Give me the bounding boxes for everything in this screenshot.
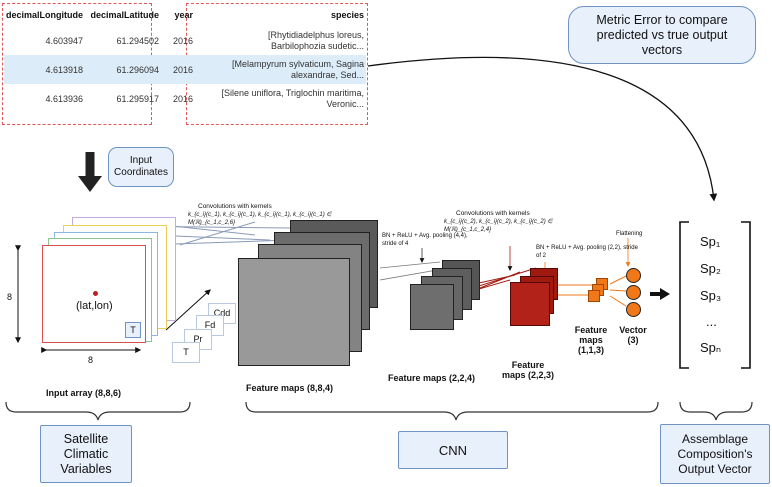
cell-species: [Rhytidiadelphus loreus, Barbilophozia s…: [267, 29, 364, 51]
stage4-caption: Feature maps (1,1,3): [570, 325, 612, 355]
stage3-caption-line1: Feature: [511, 360, 545, 370]
output-sp2: Sp₂: [700, 261, 721, 276]
stage4-caption-line2: maps: [579, 335, 603, 345]
cell-species: [Melampyrum sylvaticum, Sagina alexandra…: [231, 58, 364, 80]
vector-node: [626, 285, 641, 300]
stage4-caption-line1: Feature: [574, 325, 608, 335]
stage1-annotation-formula: k_{c_i}(c_1), k_{c_i}(c_1), k_{c_i}(c_1)…: [188, 212, 332, 226]
stage2-annotation-formula: k_{c_i}(c_2), k_{c_i}(c_2), k_{c_i}(c_2)…: [444, 219, 553, 233]
vector-node: [626, 268, 641, 283]
stage3-bn: BN + ReLU + Avg. pooling (2,2), stride o…: [536, 245, 638, 259]
metric-error-text: Metric Error to compare predicted vs tru…: [596, 12, 728, 57]
cell-latitude: 61.296094: [85, 55, 162, 84]
cnn-box-text: CNN: [438, 442, 468, 458]
cell-longitude: 4.613936: [45, 93, 84, 104]
stage2-annotation: Convolutions with kernels k_{c_i}(c_2), …: [444, 210, 594, 234]
metric-curve-arrow: [367, 56, 718, 202]
stage1-annotation: Convolutions with kernels k_{c_i}(c_1), …: [188, 203, 348, 227]
input-coordinates-text: Input Coordinates: [114, 155, 168, 178]
flattening-label: Flattening: [616, 231, 643, 237]
dim-width-label: 8: [88, 355, 94, 365]
output-sp1: Sp₁: [700, 234, 721, 249]
latlon-label: (lat,lon): [76, 300, 113, 312]
header-year: year: [174, 10, 194, 20]
vector-caption-line1: Vector: [619, 325, 647, 335]
fmap3-layer-1: [510, 282, 550, 326]
cell-year: 2016: [172, 93, 194, 104]
fmap4-layer-1: [588, 290, 600, 302]
stage4-caption-line3: (1,1,3): [577, 345, 604, 355]
fmap1-layer-1: [238, 258, 350, 366]
header-species: species: [330, 10, 364, 20]
satellite-box-text: Satellite Climatic Variables: [60, 431, 112, 476]
vector-node: [626, 302, 641, 317]
satellite-box: Satellite Climatic Variables: [40, 425, 132, 483]
cell-latitude: 61.294502: [116, 35, 160, 46]
header-latitude: decimalLatitude: [90, 10, 160, 20]
assemblage-box: Assemblage Composition's Output Vector: [660, 424, 770, 484]
stage2-bn: BN + ReLU + Avg. pooling (4,4), stride o…: [382, 233, 468, 247]
cell-longitude: 4.613918: [4, 55, 86, 84]
table-row: 4.603947 61.294502 2016 [Rhytidiadelphus…: [4, 26, 366, 55]
table-header-row: decimalLongitude decimalLatitude year sp…: [4, 4, 366, 26]
vector-caption: Vector (3): [616, 325, 650, 345]
fmap2-layer-1: [410, 284, 454, 330]
var-t: T: [172, 342, 200, 363]
stage1-annotation-title: Convolutions with kernels: [198, 203, 272, 210]
output-sp3: Sp₃: [700, 288, 722, 303]
cell-longitude: 4.603947: [45, 35, 84, 46]
input-coordinates-box: Input Coordinates: [108, 147, 174, 187]
table-row: 4.613936 61.295917 2016 [Silene uniflora…: [4, 84, 366, 113]
output-ellipsis: ...: [706, 314, 717, 329]
input-array-caption: Input array (8,8,6): [46, 388, 122, 398]
stage2-annotation-title: Convolutions with kernels: [456, 210, 530, 217]
location-point: [93, 291, 98, 296]
cnn-box: CNN: [398, 431, 508, 469]
header-longitude: decimalLongitude: [6, 10, 84, 20]
stage1-caption: Feature maps (8,8,4): [246, 383, 334, 393]
vector-caption-line2: (3): [627, 335, 639, 345]
cell-species: [Silene uniflora, Triglochin maritima, V…: [221, 87, 364, 109]
stage2-caption: Feature maps (2,2,4): [388, 373, 476, 383]
assemblage-box-text: Assemblage Composition's Output Vector: [677, 431, 753, 476]
cell-year: 2016: [172, 35, 194, 46]
output-spn: Spₙ: [700, 340, 722, 355]
dim-height-label: 8: [7, 292, 13, 302]
stage3-caption-line2: maps (2,2,3): [501, 370, 555, 380]
metric-error-box: Metric Error to compare predicted vs tru…: [568, 6, 756, 64]
input-t-tag: T: [125, 322, 141, 338]
cell-year: 2016: [161, 55, 196, 84]
cell-latitude: 61.295917: [116, 93, 160, 104]
occurrence-table: decimalLongitude decimalLatitude year sp…: [4, 4, 366, 113]
table-row: 4.613918 61.296094 2016 [Melampyrum sylv…: [4, 55, 366, 84]
stage3-caption: Feature maps (2,2,3): [500, 360, 556, 380]
